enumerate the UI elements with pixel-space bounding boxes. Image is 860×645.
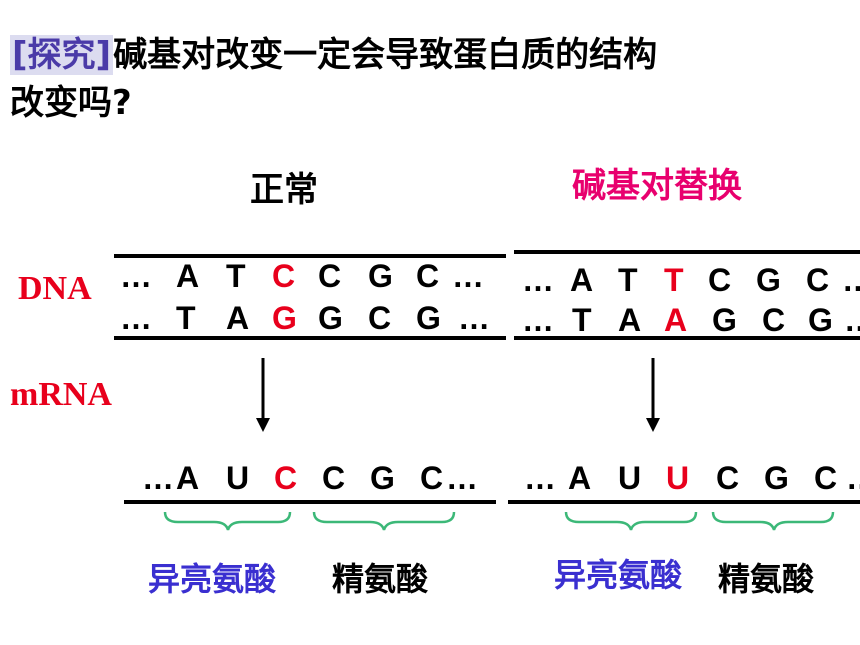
sub-dna-bottom-base: …: [844, 302, 860, 338]
sub-amino-acid-2: 精氨酸: [718, 560, 815, 598]
normal-mrna-base: C: [322, 460, 346, 496]
normal-heading: 正常: [250, 170, 318, 210]
codon-brace: [711, 511, 835, 531]
question-title: [探究]碱基对改变一定会导致蛋白质的结构: [10, 32, 657, 78]
sub-mrna-base: A: [568, 460, 592, 496]
substitution-heading: 碱基对替换: [572, 166, 742, 206]
normal-dna-top-base: C: [318, 258, 342, 294]
normal-mrna-base: C: [420, 460, 444, 496]
normal-mrna-base: …: [142, 460, 174, 496]
codon-brace: [564, 511, 698, 531]
normal-mrna-base: G: [370, 460, 395, 496]
sub-mrna-base: C: [716, 460, 740, 496]
question-line1: 碱基对改变一定会导致蛋白质的结构: [113, 35, 658, 75]
sub-dna-top-base: G: [756, 262, 781, 298]
normal-dna-top-base: …: [120, 258, 152, 294]
normal-dna-bottom-base: G: [272, 300, 297, 336]
normal-dna-top-base: G: [368, 258, 393, 294]
normal-dna-top-line: [114, 254, 506, 258]
mrna-label: mRNA: [10, 376, 112, 413]
sub-dna-top-base: C: [806, 262, 830, 298]
normal-dna-bottom-base: T: [176, 300, 196, 336]
question-line2: 改变吗?: [10, 83, 132, 123]
sub-dna-top-base: T: [664, 262, 684, 298]
normal-mrna-base: A: [176, 460, 200, 496]
normal-dna-bottom-base: G: [416, 300, 441, 336]
normal-mrna-base: C: [274, 460, 298, 496]
codon-brace: [312, 511, 456, 531]
arrow-down-icon: [646, 358, 660, 432]
sub-dna-top-base: …: [842, 262, 860, 298]
normal-amino-acid-2: 精氨酸: [332, 560, 429, 598]
normal-dna-top-base: T: [226, 258, 246, 294]
sub-dna-top-base: T: [618, 262, 638, 298]
normal-dna-top-base: C: [416, 258, 440, 294]
sub-mrna-line: [508, 500, 860, 504]
sub-dna-bottom-line: [514, 336, 860, 340]
sub-mrna-base: …: [524, 460, 556, 496]
normal-dna-top-base: …: [452, 258, 484, 294]
normal-dna-bottom-base: G: [318, 300, 343, 336]
normal-mrna-base: U: [226, 460, 250, 496]
sub-dna-bottom-base: A: [618, 302, 642, 338]
arrow-down-icon: [256, 358, 270, 432]
codon-brace: [163, 511, 292, 531]
normal-dna-top-base: C: [272, 258, 296, 294]
normal-amino-acid-1: 异亮氨酸: [148, 560, 277, 598]
sub-dna-bottom-base: C: [762, 302, 786, 338]
sub-dna-top-base: …: [522, 262, 554, 298]
sub-mrna-base: C: [814, 460, 838, 496]
sub-dna-bottom-base: G: [808, 302, 833, 338]
sub-dna-top-base: A: [570, 262, 594, 298]
normal-dna-top-base: A: [176, 258, 200, 294]
sub-dna-bottom-base: A: [664, 302, 688, 338]
sub-dna-top-base: C: [708, 262, 732, 298]
normal-dna-bottom-base: A: [226, 300, 250, 336]
normal-dna-bottom-base: C: [368, 300, 392, 336]
dna-label: DNA: [18, 270, 92, 307]
sub-mrna-base: …: [846, 460, 860, 496]
normal-dna-bottom-base: …: [120, 300, 152, 336]
normal-dna-bottom-line: [114, 336, 506, 340]
sub-mrna-base: U: [618, 460, 642, 496]
normal-mrna-line: [124, 500, 496, 504]
normal-dna-bottom-base: …: [458, 300, 490, 336]
sub-dna-bottom-base: G: [712, 302, 737, 338]
sub-mrna-base: U: [666, 460, 690, 496]
sub-dna-bottom-base: T: [572, 302, 592, 338]
inquiry-tag: [探究]: [10, 35, 114, 75]
normal-mrna-base: …: [446, 460, 478, 496]
sub-mrna-base: G: [764, 460, 789, 496]
sub-dna-top-line: [514, 250, 860, 254]
sub-dna-bottom-base: …: [522, 302, 554, 338]
sub-amino-acid-1: 异亮氨酸: [554, 556, 683, 594]
